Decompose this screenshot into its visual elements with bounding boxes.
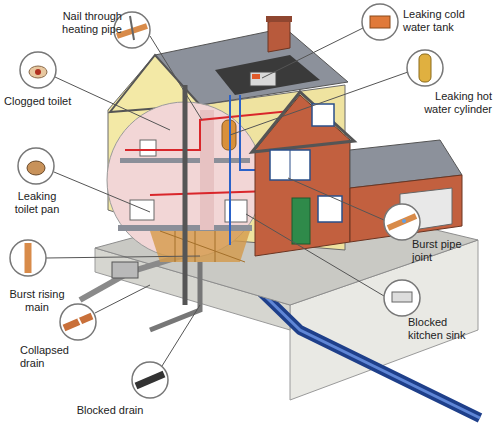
label-text: Blocked kitchen sink — [408, 316, 465, 341]
label-text: Leaking hot water cylinder — [424, 90, 492, 115]
callout-label: Burst pipe joint — [412, 238, 484, 264]
label-text: Clogged toilet — [4, 95, 71, 107]
label-text: Leaking cold water tank — [403, 8, 465, 33]
label-text: Nail through heating pipe — [62, 10, 122, 35]
callout-label: Leaking toilet pan — [6, 190, 68, 216]
label-text: Burst rising main — [9, 288, 64, 313]
label-text: Blocked drain — [77, 404, 144, 416]
callout-label: Collapsed drain — [20, 344, 82, 370]
callout-label: Leaking hot water cylinder — [410, 90, 492, 116]
callout-label: Blocked drain — [60, 404, 160, 417]
label-text: Leaking toilet pan — [15, 190, 60, 215]
label-text: Collapsed drain — [20, 344, 69, 369]
callout-label: Blocked kitchen sink — [408, 316, 482, 342]
callout-label: Burst rising main — [4, 288, 70, 314]
label-text: Burst pipe joint — [412, 238, 462, 263]
callout-label: Leaking cold water tank — [403, 8, 485, 34]
callout-label: Clogged toilet — [4, 95, 82, 108]
callout-label: Nail through heating pipe — [40, 10, 122, 36]
